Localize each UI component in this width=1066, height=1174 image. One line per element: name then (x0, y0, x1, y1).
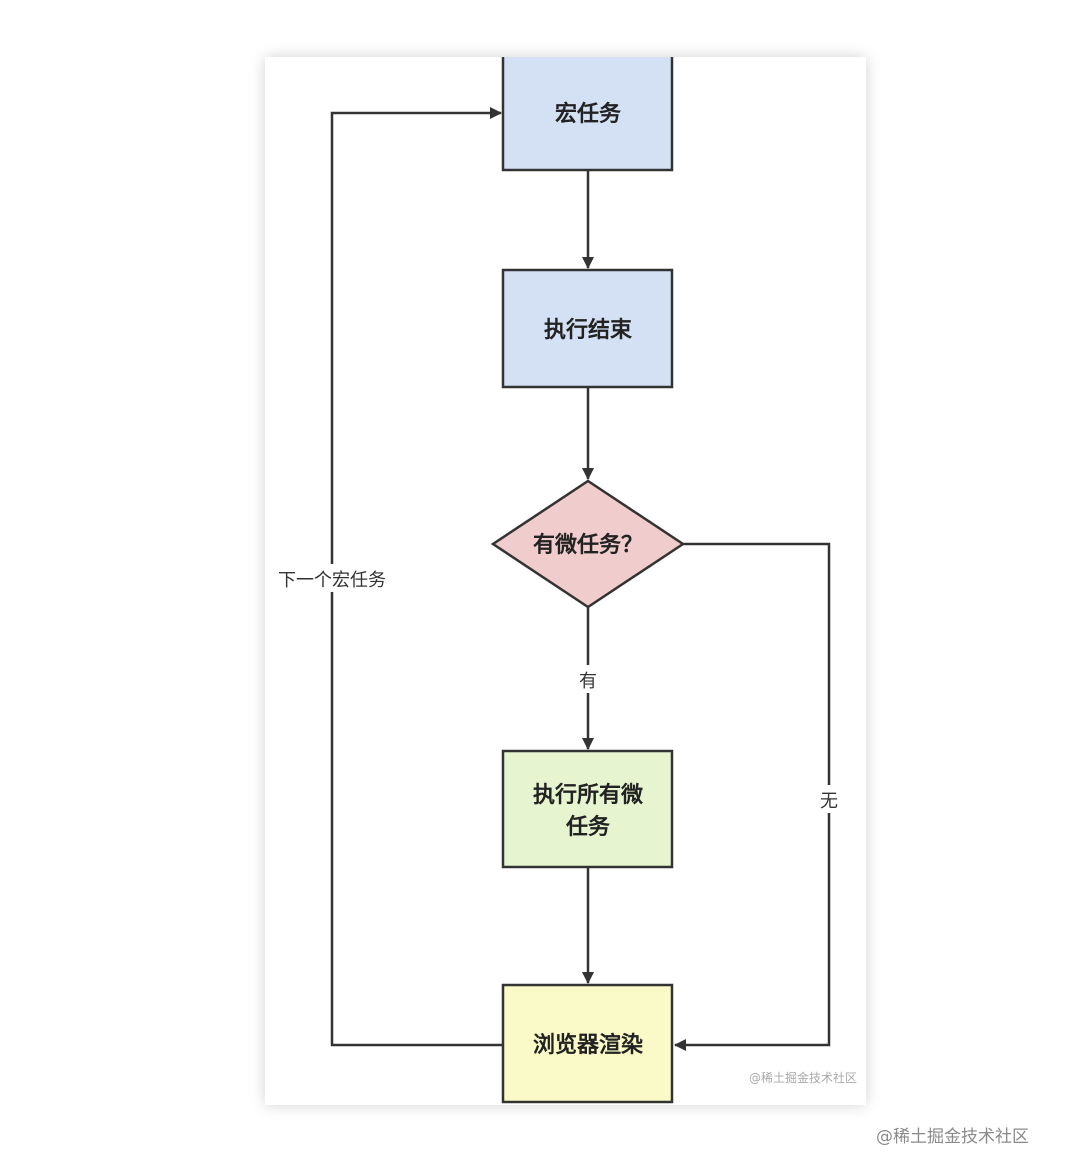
node-exec-all-micro-tasks: 执行所有微 任务 (501, 749, 674, 869)
edge-label-next-macro-task: 下一个宏任务 (278, 570, 386, 591)
node-has-micro-task-label: 有微任务？ (533, 532, 643, 558)
inner-watermark: @稀土掘金技术社区 (749, 1070, 857, 1085)
edge-decision-no (674, 542, 831, 1051)
node-exec-end: 执行结束 (501, 268, 674, 389)
flowchart: 有 无 下一个宏任务 宏任务 执行结束 有微任务？ 执行所有微 任务 浏览器渲染… (269, 57, 857, 1104)
diagram-card: 有 无 下一个宏任务 宏任务 执行结束 有微任务？ 执行所有微 任务 浏览器渲染… (265, 57, 866, 1105)
node-macro-task-label: 宏任务 (555, 101, 622, 127)
node-exec-end-label: 执行结束 (544, 317, 633, 343)
node-browser-render: 浏览器渲染 (501, 983, 674, 1104)
node-exec-all-micro-label-line2: 任务 (565, 814, 611, 840)
node-exec-all-micro-label-line1: 执行所有微 (533, 782, 643, 808)
node-has-micro-task: 有微任务？ (490, 479, 686, 609)
node-browser-render-label: 浏览器渲染 (533, 1032, 643, 1058)
node-macro-task: 宏任务 (501, 57, 674, 172)
watermark: @稀土掘金技术社区 (876, 1127, 1029, 1147)
edge-label-no: 无 (820, 791, 838, 812)
edge-label-yes: 有 (579, 671, 597, 692)
